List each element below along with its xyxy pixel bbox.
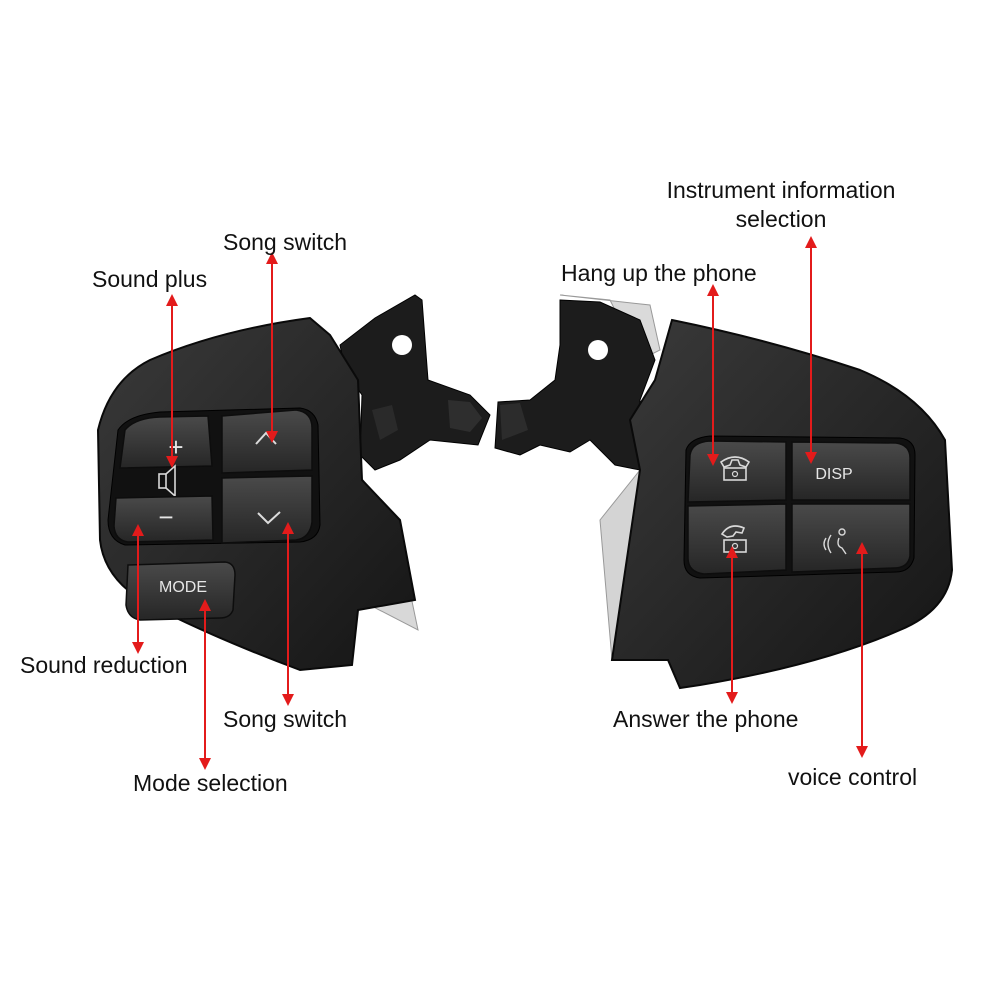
- hang-up-button[interactable]: [687, 440, 787, 503]
- answer-button[interactable]: [687, 503, 787, 575]
- left-bracket: [339, 294, 491, 471]
- volume-plus-button[interactable]: +: [119, 415, 213, 469]
- label-sound-plus: Sound plus: [92, 266, 208, 292]
- disp-button[interactable]: DISP: [791, 441, 911, 501]
- hang-up-phone-icon: [719, 456, 751, 481]
- song-down-button[interactable]: [221, 475, 313, 544]
- volume-minus-button[interactable]: −: [113, 495, 214, 543]
- minus-label: −: [158, 502, 173, 532]
- voice-control-button[interactable]: [791, 503, 911, 573]
- callout-arrows: [132, 236, 868, 770]
- label-answer-phone: Answer the phone: [613, 706, 799, 732]
- song-up-button[interactable]: [221, 409, 313, 474]
- mode-button[interactable]: MODE: [125, 561, 236, 621]
- right-bracket: [494, 299, 656, 471]
- right-control-unit: DISP: [494, 294, 954, 690]
- label-song-switch-top: Song switch: [223, 229, 348, 255]
- voice-control-icon: [823, 528, 847, 555]
- label-mode-selection: Mode selection: [133, 770, 288, 796]
- label-hang-up: Hang up the phone: [561, 260, 757, 286]
- mode-label: MODE: [159, 579, 207, 596]
- label-sound-reduction: Sound reduction: [20, 652, 188, 678]
- volume-icon: [158, 464, 176, 498]
- label-song-switch-bottom: Song switch: [223, 706, 348, 732]
- left-control-unit: + − MOD: [96, 294, 491, 672]
- label-instrument-info-line2: selection: [735, 206, 827, 232]
- label-voice-control: voice control: [788, 764, 918, 790]
- disp-label: DISP: [815, 466, 852, 483]
- chevron-down-icon: [257, 511, 281, 525]
- plus-label: +: [168, 432, 183, 462]
- label-instrument-info-line1: Instrument information: [666, 177, 896, 203]
